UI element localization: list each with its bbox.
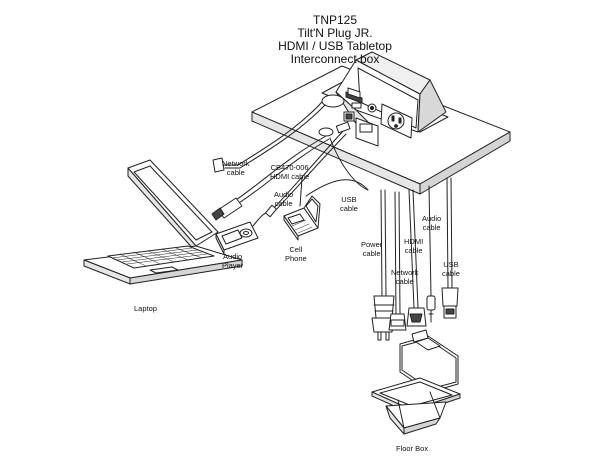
label-laptop: Laptop [134, 304, 157, 313]
laptop [83, 159, 243, 285]
power-plug [371, 295, 395, 341]
label-usb-cable-bottom: USB cable [442, 260, 460, 278]
hanging-cables [380, 177, 453, 315]
label-power-cable: Power cable [361, 240, 383, 258]
cell-phone [283, 195, 321, 241]
label-network-cable-top: Network cable [222, 159, 250, 177]
laptop-hdmi-plug [211, 197, 243, 221]
laptop-network-plug [212, 157, 225, 173]
label-audio-cable-bottom: Audio cable [422, 214, 442, 232]
label-audio-cable-top: Audio cable [274, 190, 294, 208]
label-audio-player: Audio Player [222, 252, 244, 270]
interconnect-box [318, 51, 449, 147]
label-hdmi-cable-top: CB470-006 HDMI cable [270, 163, 310, 181]
network-plug [388, 313, 407, 331]
usb-plug [441, 287, 459, 319]
label-cell-phone: Cell Phone [285, 245, 307, 263]
hdmi-plug [406, 307, 427, 327]
label-floor-box: Floor Box [396, 444, 429, 453]
label-usb-cable-top: USB cable [340, 195, 358, 213]
diagram-title-description-2: Interconnect box [290, 52, 380, 66]
label-hdmi-cable-bottom: HDMI cable [404, 237, 424, 255]
label-network-cable-bottom: Network cable [391, 268, 419, 286]
floor-box [371, 329, 461, 435]
audio-plug [426, 295, 436, 323]
diagram-title-name: Tilt'N Plug JR. [297, 26, 373, 40]
diagram-title-model: TNP125 [312, 13, 358, 27]
audio-player [215, 204, 278, 255]
diagram-title-description: HDMI / USB Tabletop [278, 39, 392, 53]
